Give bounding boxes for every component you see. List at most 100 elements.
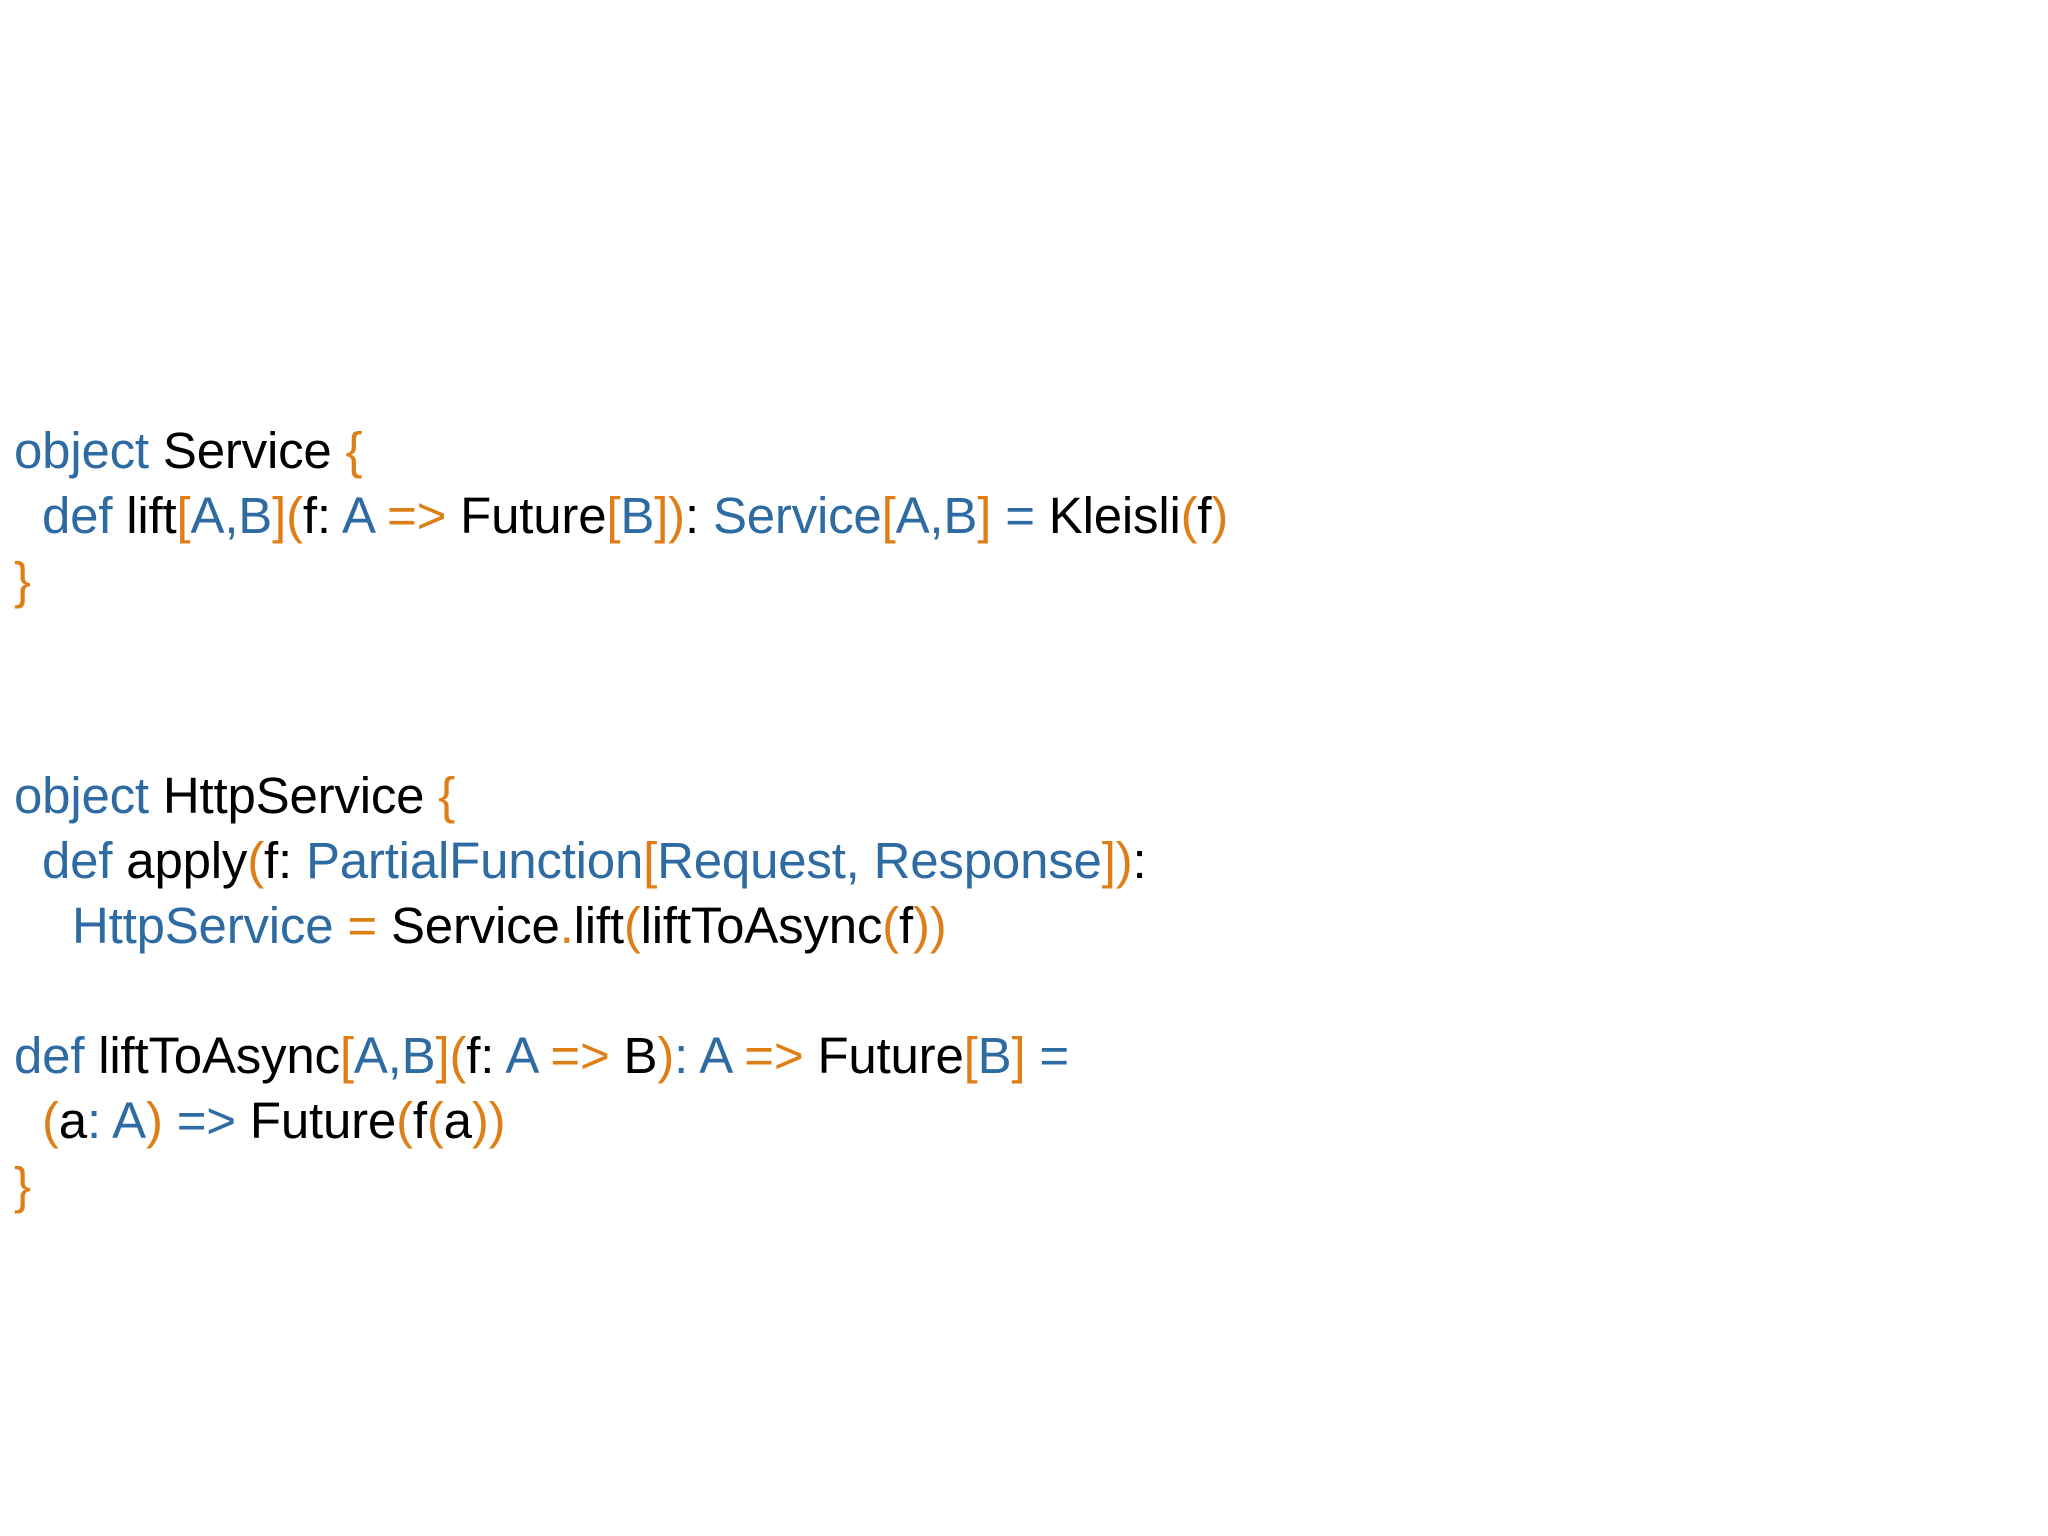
code-token: ( — [396, 1092, 413, 1149]
code-token — [699, 487, 713, 544]
code-token: Future — [460, 487, 607, 544]
code-token: lift — [126, 487, 177, 544]
code-token: apply — [126, 832, 248, 889]
code-token: A — [505, 1027, 537, 1084]
code-token: => — [387, 487, 447, 544]
code-token — [149, 767, 163, 824]
code-token: = — [1005, 487, 1035, 544]
code-token — [688, 1027, 699, 1084]
code-token: ) — [488, 1092, 506, 1149]
code-token: : — [674, 1027, 689, 1084]
code-token: ) — [912, 897, 930, 954]
code-token: ( — [42, 1092, 59, 1149]
code-token: = — [1039, 1027, 1070, 1084]
code-token: ] — [272, 487, 287, 544]
code-token: Response — [873, 832, 1102, 889]
code-token: f — [1197, 487, 1212, 544]
code-token: ) — [145, 1092, 163, 1149]
code-token: B — [620, 487, 655, 544]
code-token: [ — [339, 1027, 354, 1084]
code-token: => — [176, 1092, 236, 1149]
code-token: [ — [606, 487, 621, 544]
code-token — [101, 1092, 112, 1149]
code-token: ] — [435, 1027, 450, 1084]
code-token: ] — [977, 487, 992, 544]
code-token: , — [929, 487, 944, 544]
code-token: A — [353, 1027, 388, 1084]
code-token — [446, 487, 460, 544]
code-token: ) — [929, 897, 947, 954]
code-token: A — [699, 1027, 731, 1084]
code-token: ( — [426, 1092, 444, 1149]
code-token: => — [744, 1027, 804, 1084]
code-token: a — [58, 1092, 87, 1149]
code-token: f — [898, 897, 913, 954]
code-token: B — [238, 487, 273, 544]
code-token: f: — [264, 832, 306, 889]
code-token: Service — [390, 897, 560, 954]
code-line: } — [14, 1153, 2024, 1218]
code-token — [803, 1027, 817, 1084]
code-token — [860, 832, 874, 889]
code-token: , — [845, 832, 860, 889]
code-token: Future — [817, 1027, 964, 1084]
code-token: ] — [1101, 832, 1116, 889]
code-token — [991, 487, 1005, 544]
code-token: [ — [881, 487, 896, 544]
code-token: HttpService — [72, 897, 334, 954]
code-token: ] — [1011, 1027, 1026, 1084]
code-token — [149, 422, 163, 479]
code-token: liftToAsync — [98, 1027, 340, 1084]
code-token: ( — [1180, 487, 1198, 544]
code-token: = — [347, 897, 377, 954]
code-token — [332, 422, 346, 479]
code-line: HttpService = Service.lift(liftToAsync(f… — [14, 893, 2024, 958]
code-token — [163, 1092, 177, 1149]
code-token: , — [224, 487, 239, 544]
code-token: { — [345, 422, 363, 479]
code-token: => — [550, 1027, 610, 1084]
code-token: ( — [286, 487, 303, 544]
code-token — [373, 487, 387, 544]
code-token: [ — [176, 487, 191, 544]
code-token — [1025, 1027, 1039, 1084]
code-token: , — [387, 1027, 402, 1084]
code-token: a — [443, 1092, 472, 1149]
code-line: def lift[A,B](f: A => Future[B]): Servic… — [14, 483, 2024, 548]
code-token: ) — [657, 1027, 675, 1084]
code-token: A — [342, 487, 374, 544]
code-token — [1035, 487, 1049, 544]
code-token: PartialFunction — [305, 832, 644, 889]
code-token: lift — [573, 897, 624, 954]
code-token: f: — [302, 487, 343, 544]
code-token: ) — [471, 1092, 489, 1149]
code-token — [333, 897, 347, 954]
code-line: def apply(f: PartialFunction[Request, Re… — [14, 828, 2024, 893]
code-token — [112, 487, 126, 544]
code-token — [236, 1092, 250, 1149]
code-token: B — [943, 487, 978, 544]
code-token — [424, 767, 438, 824]
code-token: Service — [712, 487, 882, 544]
code-token: B — [623, 1027, 658, 1084]
code-token: HttpService — [162, 767, 425, 824]
code-token — [112, 832, 126, 889]
code-token — [730, 1027, 744, 1084]
code-line: object HttpService { — [14, 763, 2024, 828]
code-token: ) — [668, 487, 685, 544]
code-token: ( — [449, 1027, 467, 1084]
service-object-block: object Service {def lift[A,B](f: A => Fu… — [14, 418, 2024, 613]
code-token: A — [895, 487, 930, 544]
code-listing: object Service {def lift[A,B](f: A => Fu… — [14, 418, 2024, 1218]
code-token: Future — [249, 1092, 397, 1149]
httpservice-object-block: object HttpService {def apply(f: Partial… — [14, 763, 2024, 958]
code-token — [536, 1027, 550, 1084]
code-token: B — [401, 1027, 436, 1084]
code-token: A — [190, 487, 225, 544]
code-token: { — [438, 767, 456, 824]
code-token: Request — [657, 832, 846, 889]
code-token: [ — [643, 832, 658, 889]
code-token: : — [1132, 832, 1147, 889]
code-token: ] — [654, 487, 669, 544]
code-token: . — [559, 897, 574, 954]
